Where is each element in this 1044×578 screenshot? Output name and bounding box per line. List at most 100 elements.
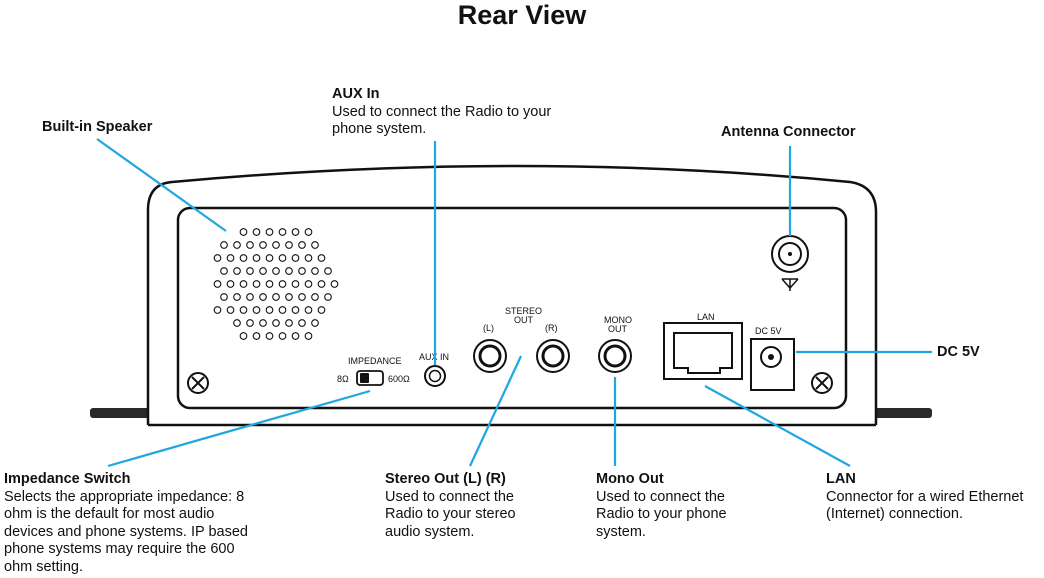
grill-hole [252, 254, 261, 262]
diagram-title: Rear View [457, 0, 587, 30]
grill-hole [278, 254, 287, 262]
stereo-out-label-bottom: OUT [514, 315, 534, 325]
grill-hole [291, 332, 300, 340]
callout-heading: DC 5V [937, 344, 980, 360]
grill-hole [239, 280, 248, 288]
callout-dc-5v: DC 5V [937, 344, 980, 362]
grill-hole [324, 293, 332, 301]
grill-hole [291, 254, 300, 262]
grill-hole [226, 280, 235, 288]
grill-hole [317, 306, 326, 314]
grill-hole [272, 267, 280, 275]
mono-out-jack[interactable] [598, 339, 632, 373]
mono-out-label-bottom: OUT [608, 324, 628, 334]
grill-hole [317, 280, 326, 288]
callout-description: Used to connect the Radio to your phone … [596, 488, 727, 540]
grill-hole [304, 280, 313, 288]
stereo-right-label: (R) [545, 323, 558, 333]
callout-heading: Mono Out [596, 471, 664, 487]
stereo-callout-line [469, 355, 522, 467]
base-foot-left [90, 408, 160, 418]
stereo-out-right-jack[interactable] [536, 339, 570, 373]
grill-hole [252, 332, 261, 340]
dc-power-port[interactable] [750, 338, 795, 391]
callout-heading: Stereo Out (L) (R) [385, 471, 506, 487]
grill-hole [259, 267, 267, 275]
callout-mono-out: Mono Out Used to connect the Radio to yo… [596, 471, 756, 541]
screw-left-icon [187, 372, 209, 394]
grill-hole [220, 293, 228, 301]
grill-hole [220, 241, 228, 249]
grill-hole [298, 293, 306, 301]
grill-hole [272, 241, 280, 249]
lan-port[interactable] [663, 322, 743, 380]
callout-heading: Antenna Connector [721, 124, 856, 140]
callout-impedance-switch: Impedance Switch Selects the appropriate… [4, 471, 266, 576]
grill-hole [239, 228, 248, 236]
callout-heading: AUX In [332, 86, 380, 102]
grill-hole [233, 267, 241, 275]
grill-hole [311, 241, 319, 249]
grill-hole [265, 332, 274, 340]
grill-hole [259, 319, 267, 327]
grill-hole [239, 254, 248, 262]
grill-hole [298, 267, 306, 275]
grill-hole [239, 332, 248, 340]
grill-hole [278, 306, 287, 314]
grill-hole [252, 306, 261, 314]
callout-description: Used to connect the Radio to your stereo… [385, 488, 516, 540]
grill-hole [291, 306, 300, 314]
mono-out-label-top: MONO [604, 315, 632, 325]
grill-hole [304, 254, 313, 262]
base-foot-right [860, 408, 932, 418]
grill-hole [246, 241, 254, 249]
callout-aux-in: AUX In Used to connect the Radio to your… [332, 86, 572, 139]
grill-hole [265, 228, 274, 236]
callout-description: Selects the appropriate impedance: 8 ohm… [4, 488, 248, 575]
stereo-left-label: (L) [483, 323, 494, 333]
grill-hole [311, 293, 319, 301]
callout-antenna-connector: Antenna Connector [721, 124, 856, 142]
grill-hole [246, 319, 254, 327]
grill-hole [246, 267, 254, 275]
grill-hole [304, 228, 313, 236]
stereo-out-left-jack[interactable] [473, 339, 507, 373]
grill-hole [272, 319, 280, 327]
grill-hole [278, 332, 287, 340]
grill-hole [285, 293, 293, 301]
speaker-grill [213, 228, 339, 340]
impedance-callout-line [107, 389, 371, 468]
speaker-callout-line [96, 138, 227, 232]
callout-lan: LAN Connector for a wired Ethernet (Inte… [826, 471, 1042, 524]
grill-hole [265, 280, 274, 288]
dc-port-label: DC 5V [755, 326, 782, 336]
grill-hole [233, 293, 241, 301]
grill-hole [252, 228, 261, 236]
grill-hole [311, 319, 319, 327]
grill-hole [278, 280, 287, 288]
grill-hole [213, 280, 222, 288]
stereo-out-label-top: STEREO [505, 306, 542, 316]
grill-hole [265, 254, 274, 262]
grill-hole [285, 267, 293, 275]
callout-heading: Built-in Speaker [42, 119, 153, 135]
grill-hole [291, 280, 300, 288]
grill-hole [213, 254, 222, 262]
antenna-connector[interactable] [771, 235, 809, 273]
antenna-icon [781, 278, 799, 291]
grill-hole [298, 241, 306, 249]
grill-hole [291, 228, 300, 236]
impedance-8-label: 8Ω [337, 374, 349, 384]
aux-in-jack[interactable] [424, 365, 446, 387]
grill-hole [311, 267, 319, 275]
grill-hole [298, 319, 306, 327]
callout-built-in-speaker: Built-in Speaker [42, 119, 152, 137]
grill-hole [233, 319, 241, 327]
grill-hole [304, 332, 313, 340]
grill-hole [285, 319, 293, 327]
grill-hole [239, 306, 248, 314]
grill-hole [272, 293, 280, 301]
lan-callout-line [704, 385, 851, 467]
callout-heading: LAN [826, 471, 856, 487]
screw-right-icon [811, 372, 833, 394]
